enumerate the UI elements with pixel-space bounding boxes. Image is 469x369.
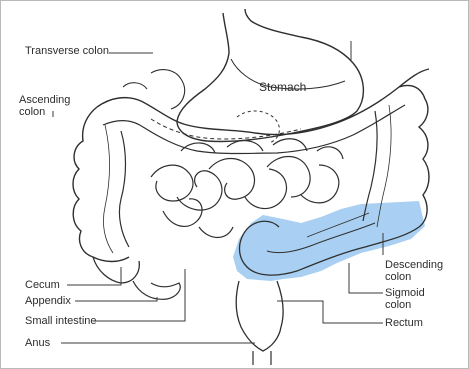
label-transverse-colon: Transverse colon bbox=[25, 45, 109, 57]
label-descending-colon: Descending colon bbox=[385, 259, 455, 283]
label-anus: Anus bbox=[25, 337, 50, 349]
leader-lines bbox=[53, 41, 383, 343]
label-sigmoid-colon: Sigmoid colon bbox=[385, 287, 441, 311]
stomach-outline bbox=[177, 9, 363, 142]
anus-outline bbox=[253, 351, 271, 365]
transverse-colon-haustra bbox=[123, 70, 185, 109]
label-appendix: Appendix bbox=[25, 295, 71, 307]
leader-rectum bbox=[277, 301, 383, 323]
ascending-colon-outline bbox=[73, 107, 129, 262]
rectum-outline bbox=[236, 281, 283, 351]
ascending-colon-inner bbox=[119, 131, 129, 247]
label-rectum: Rectum bbox=[385, 317, 423, 329]
leader-cecum bbox=[67, 267, 121, 285]
leader-sigmoid-colon bbox=[349, 263, 383, 293]
leader-appendix bbox=[75, 297, 157, 301]
appendix-outline bbox=[133, 281, 180, 299]
label-small-intestine: Small intestine bbox=[25, 315, 97, 327]
label-stomach: Stomach bbox=[259, 81, 306, 93]
transverse-colon-outline bbox=[97, 69, 429, 135]
label-ascending-colon: Ascending colon bbox=[19, 94, 83, 118]
ascending-colon-band bbox=[103, 125, 113, 253]
label-cecum: Cecum bbox=[25, 279, 60, 291]
